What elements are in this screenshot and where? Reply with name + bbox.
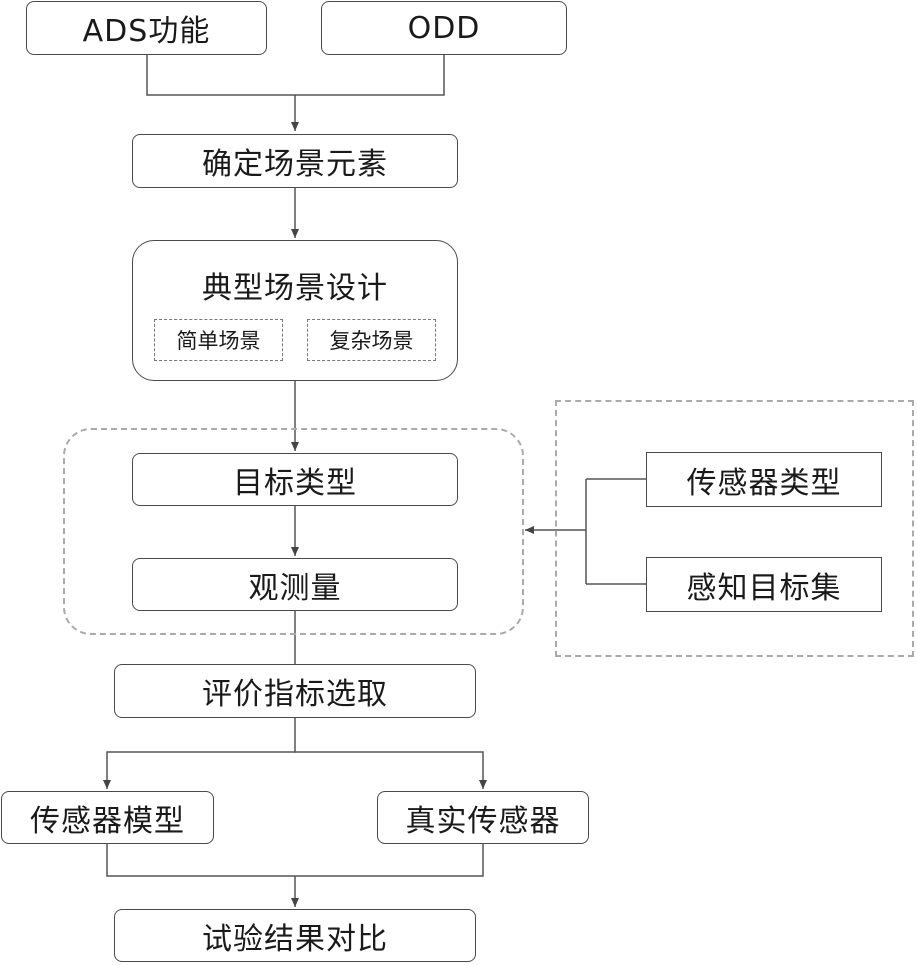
result-comparison-node: 试验结果对比	[114, 909, 476, 962]
real-sensor-node: 真实传感器	[377, 791, 589, 844]
simple-scenario-label: 简单场景	[176, 329, 261, 353]
sensor-input-group	[555, 400, 914, 657]
result-comparison-label: 试验结果对比	[202, 921, 388, 957]
measurement-node: 观测量	[132, 558, 458, 611]
odd-node: ODD	[321, 1, 567, 55]
perception-group	[63, 428, 524, 635]
target-set-node: 感知目标集	[646, 557, 882, 612]
complex-scenario-box: 复杂场景	[307, 319, 436, 361]
measurement-label: 观测量	[248, 570, 342, 606]
target-type-label: 目标类型	[233, 465, 357, 501]
metric-selection-node: 评价指标选取	[114, 664, 476, 718]
real-sensor-label: 真实传感器	[405, 803, 561, 839]
ads-function-label: ADS功能	[82, 14, 211, 49]
target-set-label: 感知目标集	[686, 570, 842, 606]
ads-function-node: ADS功能	[26, 1, 267, 55]
metric-selection-label: 评价指标选取	[202, 677, 388, 712]
typical-scenario-label: 典型场景设计	[202, 271, 388, 306]
sensor-type-node: 传感器类型	[646, 452, 882, 507]
simple-scenario-box: 简单场景	[154, 319, 283, 361]
sensor-model-node: 传感器模型	[1, 791, 214, 844]
target-type-node: 目标类型	[132, 453, 458, 506]
complex-scenario-label: 复杂场景	[329, 329, 414, 353]
sensor-type-label: 传感器类型	[686, 465, 842, 501]
odd-label: ODD	[407, 10, 481, 46]
determine-elements-node: 确定场景元素	[132, 134, 458, 188]
sensor-model-label: 传感器模型	[30, 803, 185, 839]
determine-elements-label: 确定场景元素	[202, 147, 388, 182]
